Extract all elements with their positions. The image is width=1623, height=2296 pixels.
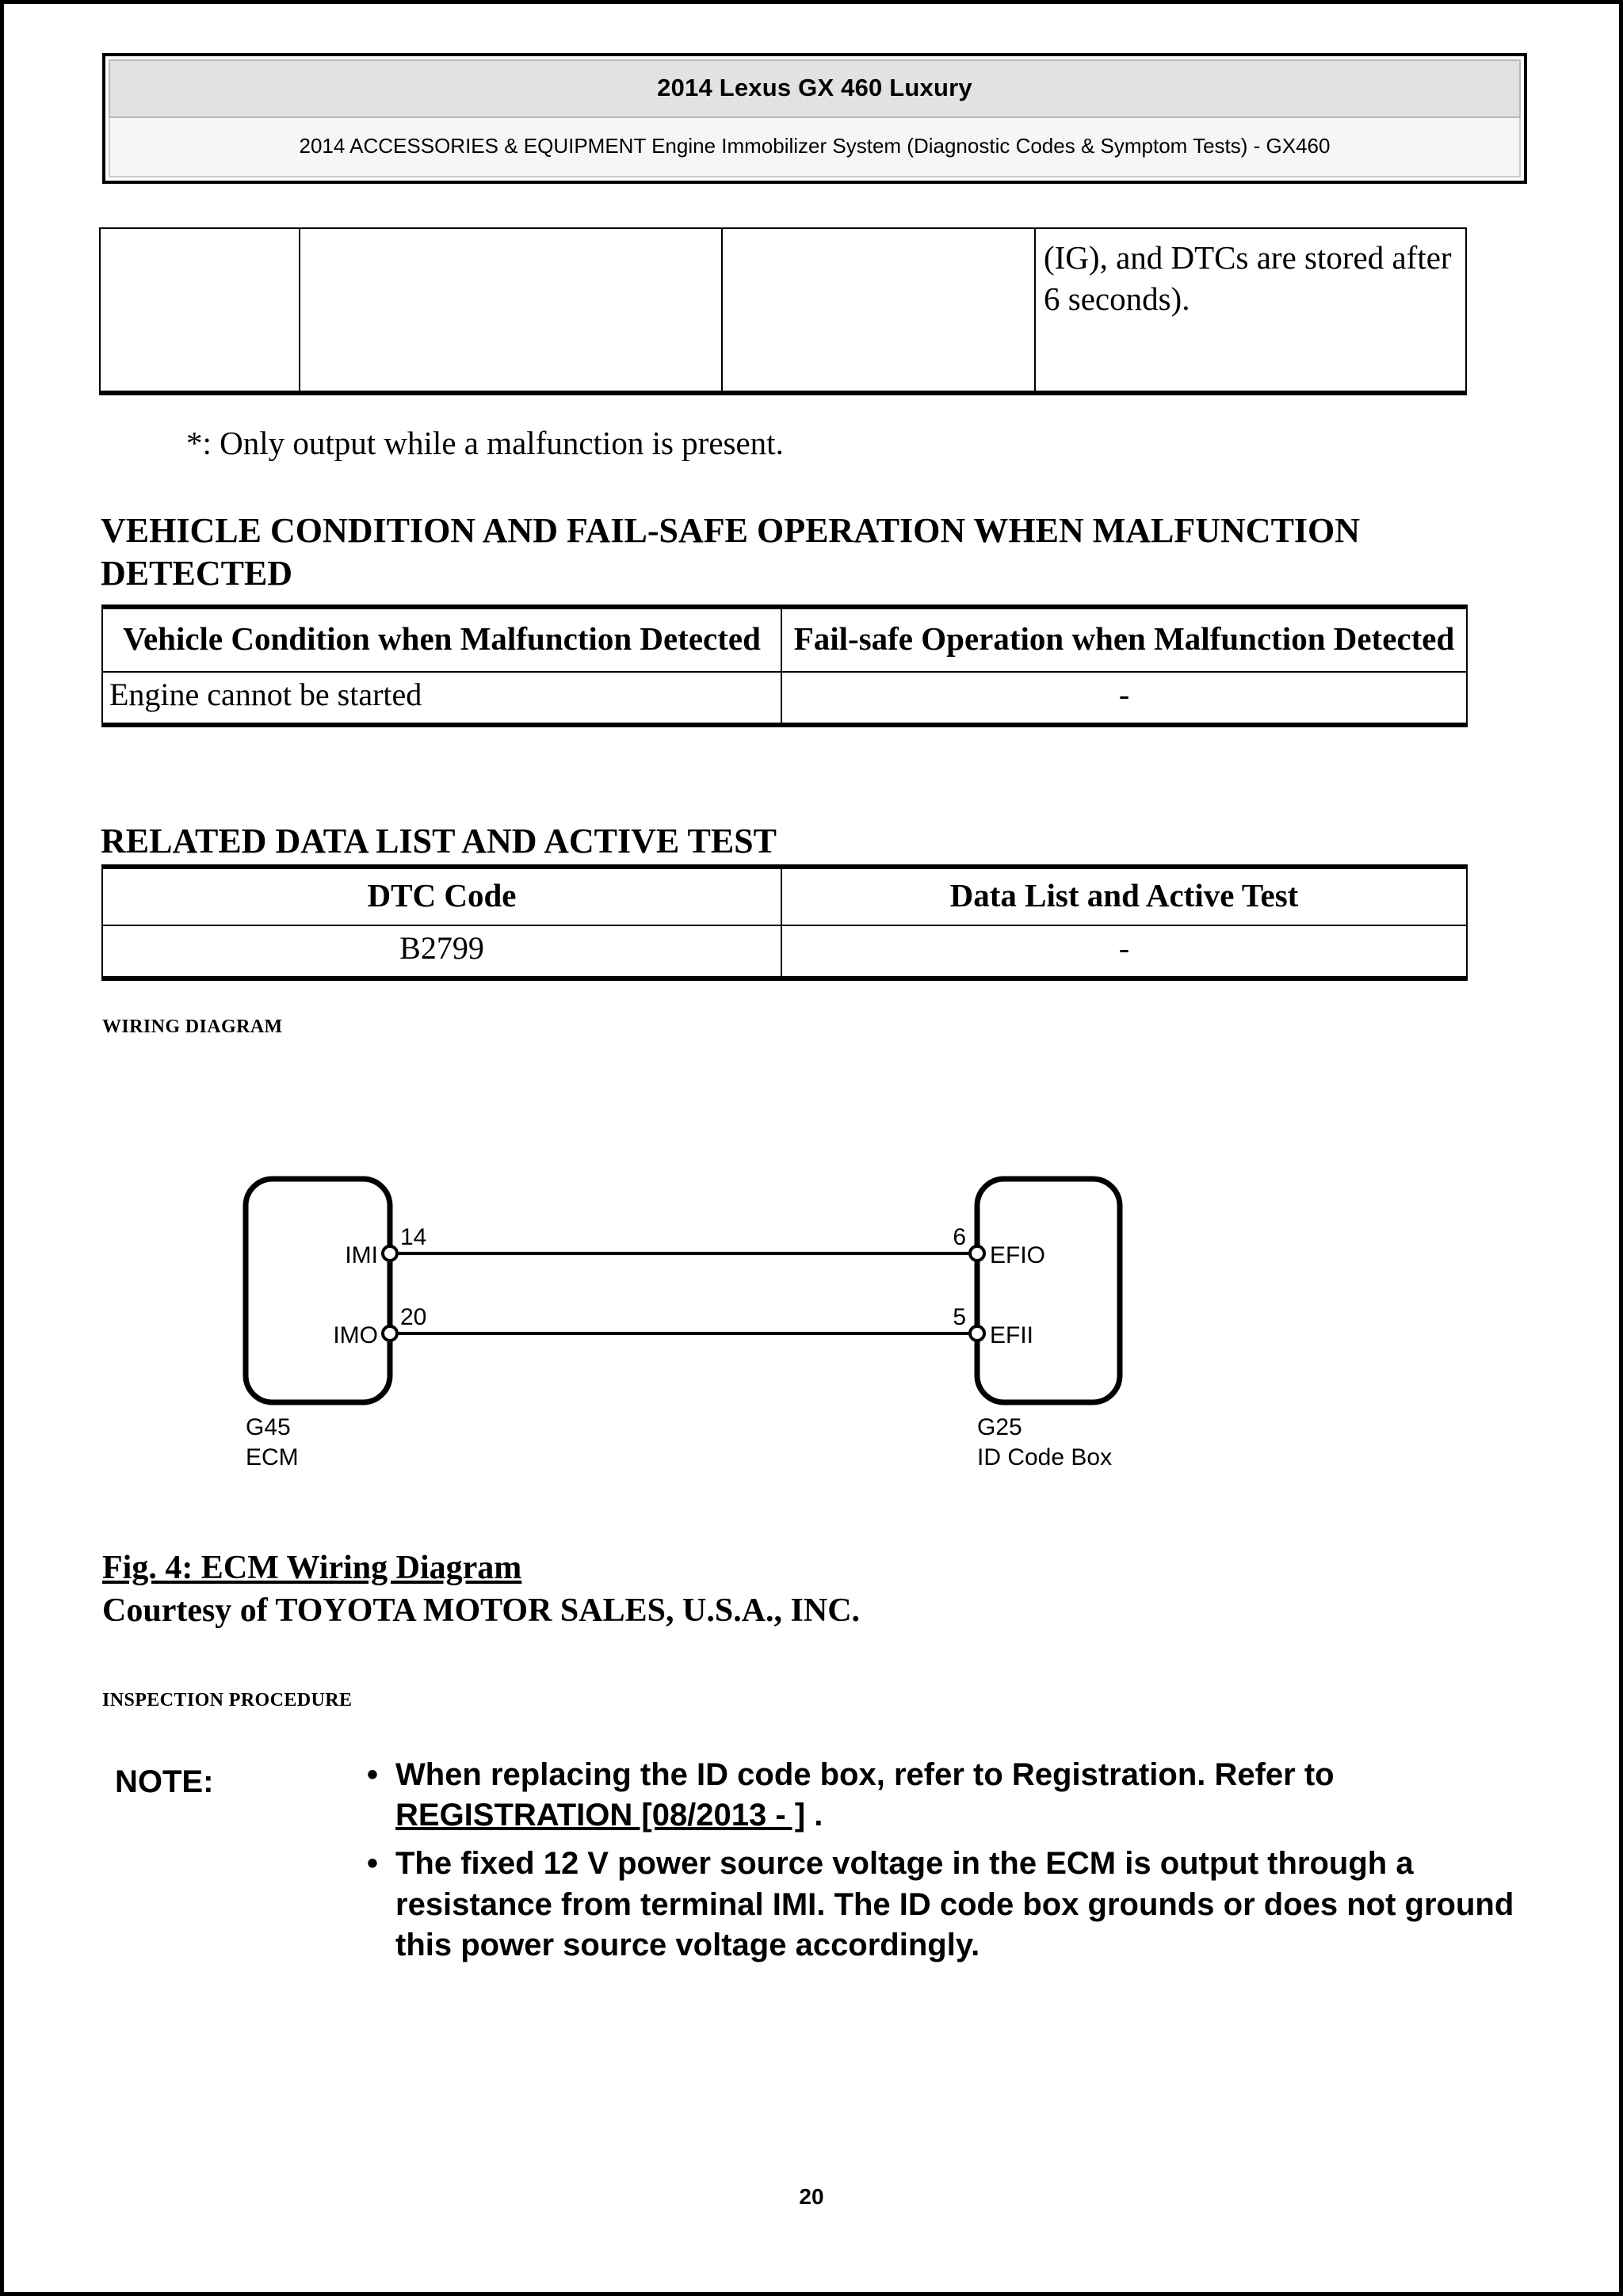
continued-table-fragment: (IG), and DTCs are stored after 6 second… xyxy=(99,227,1467,395)
document-subtitle: 2014 ACCESSORIES & EQUIPMENT Engine Immo… xyxy=(109,118,1521,177)
connector-code-id-code-box: G25 xyxy=(977,1414,1022,1440)
pin-label-imi: IMI xyxy=(345,1242,378,1268)
pin-label-efii: EFII xyxy=(990,1322,1033,1348)
column-header-vehicle-condition: Vehicle Condition when Malfunction Detec… xyxy=(101,604,782,673)
bullet-icon: • xyxy=(367,1846,379,1882)
ecm-connector-box xyxy=(242,1176,393,1405)
cell-vehicle-condition: Engine cannot be started xyxy=(101,671,782,727)
connector-name-ecm: ECM xyxy=(246,1444,299,1470)
pin-circle-imi xyxy=(381,1245,399,1262)
cell-failsafe-operation: - xyxy=(781,671,1468,727)
column-header-failsafe-operation: Fail-safe Operation when Malfunction Det… xyxy=(781,604,1468,673)
pin-number-efii: 5 xyxy=(953,1304,966,1330)
column-header-dtc-code: DTC Code xyxy=(101,864,782,927)
note-text-before: When replacing the ID code box, refer to… xyxy=(395,1757,1335,1792)
cell-data-list: - xyxy=(781,925,1468,981)
figure-caption: Fig. 4: ECM Wiring Diagram Courtesy of T… xyxy=(102,1547,1291,1633)
list-item: • The fixed 12 V power source voltage in … xyxy=(361,1844,1518,1966)
connector-name-id-code-box: ID Code Box xyxy=(977,1444,1112,1470)
table-cell xyxy=(721,227,1036,395)
wiring-diagram-svg: IMI 14 IMO 20 EFIO 6 EFII 5 G45 ECM G25 … xyxy=(242,1176,1123,1470)
pin-label-efio: EFIO xyxy=(990,1242,1045,1268)
table-row: Engine cannot be started - xyxy=(101,671,1468,727)
vehicle-condition-table: Vehicle Condition when Malfunction Detec… xyxy=(101,604,1468,727)
note-list: • When replacing the ID code box, refer t… xyxy=(361,1755,1518,1974)
heading-inspection-procedure: INSPECTION PROCEDURE xyxy=(102,1690,353,1711)
footnote-asterisk: *: Only output while a malfunction is pr… xyxy=(186,425,784,461)
id-code-box-connector-box xyxy=(974,1176,1123,1405)
table-row: (IG), and DTCs are stored after 6 second… xyxy=(99,227,1467,395)
document-title: 2014 Lexus GX 460 Luxury xyxy=(109,59,1521,118)
connector-code-ecm: G45 xyxy=(246,1414,291,1440)
note-label: NOTE: xyxy=(115,1764,214,1799)
heading-vehicle-condition: VEHICLE CONDITION AND FAIL-SAFE OPERATIO… xyxy=(101,511,1361,593)
table-cell xyxy=(99,227,300,395)
table-cell: (IG), and DTCs are stored after 6 second… xyxy=(1034,227,1467,395)
figure-title: Fig. 4: ECM Wiring Diagram xyxy=(102,1550,522,1586)
ecm-wiring-diagram: IMI 14 IMO 20 EFIO 6 EFII 5 G45 ECM G25 … xyxy=(99,1137,1465,1470)
pin-circle-efio xyxy=(968,1245,986,1262)
related-data-table: DTC Code Data List and Active Test B2799… xyxy=(101,864,1468,981)
pin-label-imo: IMO xyxy=(333,1322,378,1348)
list-item: • When replacing the ID code box, refer t… xyxy=(361,1755,1518,1836)
pin-circle-imo xyxy=(381,1325,399,1342)
pin-circle-efii xyxy=(968,1325,986,1342)
page-number: 20 xyxy=(799,2184,824,2209)
document-header: 2014 Lexus GX 460 Luxury 2014 ACCESSORIE… xyxy=(102,53,1527,184)
figure-courtesy: Courtesy of TOYOTA MOTOR SALES, U.S.A., … xyxy=(102,1592,861,1629)
cell-dtc-code: B2799 xyxy=(101,925,782,981)
pin-number-efio: 6 xyxy=(953,1224,966,1250)
table-cell xyxy=(299,227,723,395)
column-header-data-list: Data List and Active Test xyxy=(781,864,1468,927)
table-header-row: Vehicle Condition when Malfunction Detec… xyxy=(101,604,1468,673)
note-text-before: The fixed 12 V power source voltage in t… xyxy=(395,1846,1514,1962)
heading-related-data-list: RELATED DATA LIST AND ACTIVE TEST xyxy=(101,822,777,860)
registration-link[interactable]: REGISTRATION [08/2013 - ] xyxy=(395,1798,806,1833)
bullet-icon: • xyxy=(367,1757,379,1792)
note-text-after: . xyxy=(805,1798,823,1833)
pin-number-imi: 14 xyxy=(400,1224,426,1250)
heading-wiring-diagram: WIRING DIAGRAM xyxy=(102,1016,283,1037)
table-row: B2799 - xyxy=(101,925,1468,981)
table-header-row: DTC Code Data List and Active Test xyxy=(101,864,1468,927)
pin-number-imo: 20 xyxy=(400,1304,426,1330)
